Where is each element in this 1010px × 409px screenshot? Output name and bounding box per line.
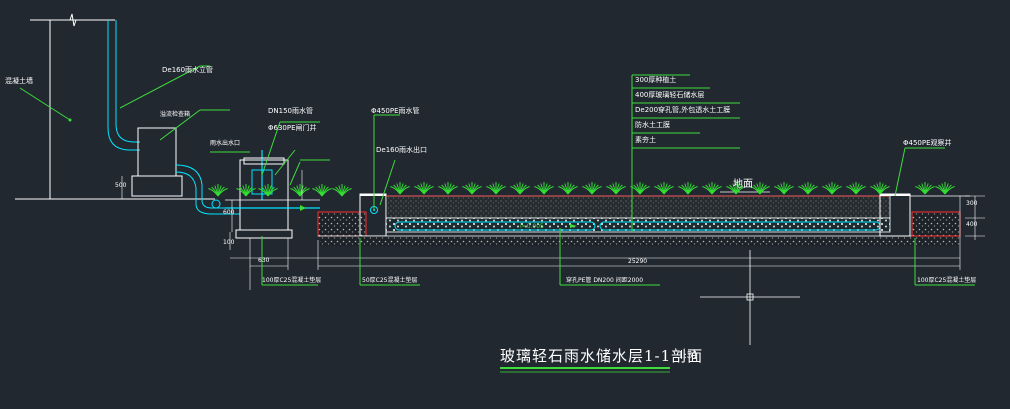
plant-tuft bbox=[290, 184, 310, 197]
plant-tuft bbox=[486, 182, 506, 195]
label-dn150-pipe: DN150雨水管 bbox=[268, 107, 313, 115]
bottom-label-1: 100厚C25混凝土垫层 bbox=[262, 277, 322, 284]
dim-100: 100 bbox=[223, 239, 235, 246]
plant-tuft bbox=[414, 182, 434, 195]
label-ground: 地面 bbox=[733, 179, 753, 190]
plant-tuft bbox=[558, 182, 578, 195]
dim-500: 500 bbox=[115, 182, 127, 189]
overflow-box bbox=[137, 127, 177, 177]
plant-tuft bbox=[582, 182, 602, 195]
label-gate: Φ630PE闸门井 bbox=[268, 124, 317, 132]
plant-tuft bbox=[702, 182, 722, 195]
plant-tuft bbox=[630, 182, 650, 195]
plant-tuft bbox=[654, 182, 674, 195]
downpipe-inner bbox=[115, 20, 140, 143]
label-overflow-box: 溢流检查箱 bbox=[160, 111, 191, 118]
plant-tuft bbox=[822, 182, 842, 195]
plants bbox=[208, 182, 955, 197]
plant-tuft bbox=[678, 182, 698, 195]
plant-tuft bbox=[846, 182, 866, 195]
dim-300: 300 bbox=[966, 200, 978, 207]
label-rain-outlet: 雨水出水口 bbox=[210, 140, 241, 147]
drawing-scale: 1:51 bbox=[678, 351, 699, 361]
downpipe-outer bbox=[107, 20, 140, 151]
plant-tuft bbox=[935, 182, 955, 195]
leader-wall bbox=[19, 87, 71, 121]
bottom-label-4: 100厚C25混凝土垫层 bbox=[917, 277, 977, 284]
label-de160-outlet: De160雨水出口 bbox=[376, 146, 428, 154]
dim-400: 400 bbox=[966, 221, 978, 228]
dim-25290: 25290 bbox=[628, 258, 648, 265]
plant-tuft bbox=[915, 182, 935, 195]
label-left-wall: 混凝土墙 bbox=[5, 77, 33, 85]
plant-tuft bbox=[208, 184, 228, 197]
plant-tuft bbox=[390, 182, 410, 195]
plant-tuft bbox=[332, 184, 352, 197]
plant-tuft bbox=[510, 182, 530, 195]
plant-tuft bbox=[870, 182, 890, 195]
right-gravel-box bbox=[911, 211, 961, 237]
layer-1: 300厚种植土 bbox=[635, 76, 677, 84]
layer-2: 400厚玻璃轻石储水层 bbox=[635, 91, 705, 99]
dim-630: 630 bbox=[258, 257, 270, 264]
compacted-soil bbox=[320, 236, 960, 246]
plant-tuft bbox=[312, 184, 332, 197]
drawing-title: 玻璃轻石雨水储水层1-1剖面 bbox=[500, 347, 704, 365]
plant-tuft bbox=[534, 182, 554, 195]
plant-tuft bbox=[774, 182, 794, 195]
break-symbol bbox=[69, 13, 77, 27]
connect-pipe-upper bbox=[175, 164, 240, 209]
overflow-box-base bbox=[131, 175, 183, 197]
plant-tuft bbox=[750, 182, 770, 195]
label-de160-pipe: De160雨水立管 bbox=[162, 66, 214, 74]
perforated-pipe bbox=[394, 221, 596, 231]
bottom-label-3: 穿孔PE管 DN200 间距2000 bbox=[566, 277, 644, 284]
dim-600: 600 bbox=[223, 209, 235, 216]
plant-tuft bbox=[726, 182, 746, 195]
plant-tuft bbox=[798, 182, 818, 195]
bottom-label-2: 50厚C25混凝土垫层 bbox=[362, 277, 418, 284]
planting-soil-layer bbox=[385, 195, 891, 219]
slope-label: i=0.005 bbox=[520, 223, 544, 230]
layer-3: De200穿孔管,外包透水土工膜 bbox=[635, 106, 731, 114]
left-gravel-box bbox=[317, 211, 367, 237]
plant-tuft bbox=[236, 184, 256, 197]
label-phi450-pipe: Φ450PE雨水管 bbox=[371, 107, 420, 115]
plant-tuft bbox=[606, 182, 626, 195]
layer-5: 素夯土 bbox=[635, 136, 656, 144]
plant-tuft bbox=[258, 184, 278, 197]
layer-4: 防水土工膜 bbox=[635, 121, 670, 129]
connect-pipe-lower bbox=[175, 171, 240, 215]
plant-tuft bbox=[462, 182, 482, 195]
label-phi450-well: Φ450PE观察井 bbox=[903, 139, 952, 147]
plant-tuft bbox=[438, 182, 458, 195]
